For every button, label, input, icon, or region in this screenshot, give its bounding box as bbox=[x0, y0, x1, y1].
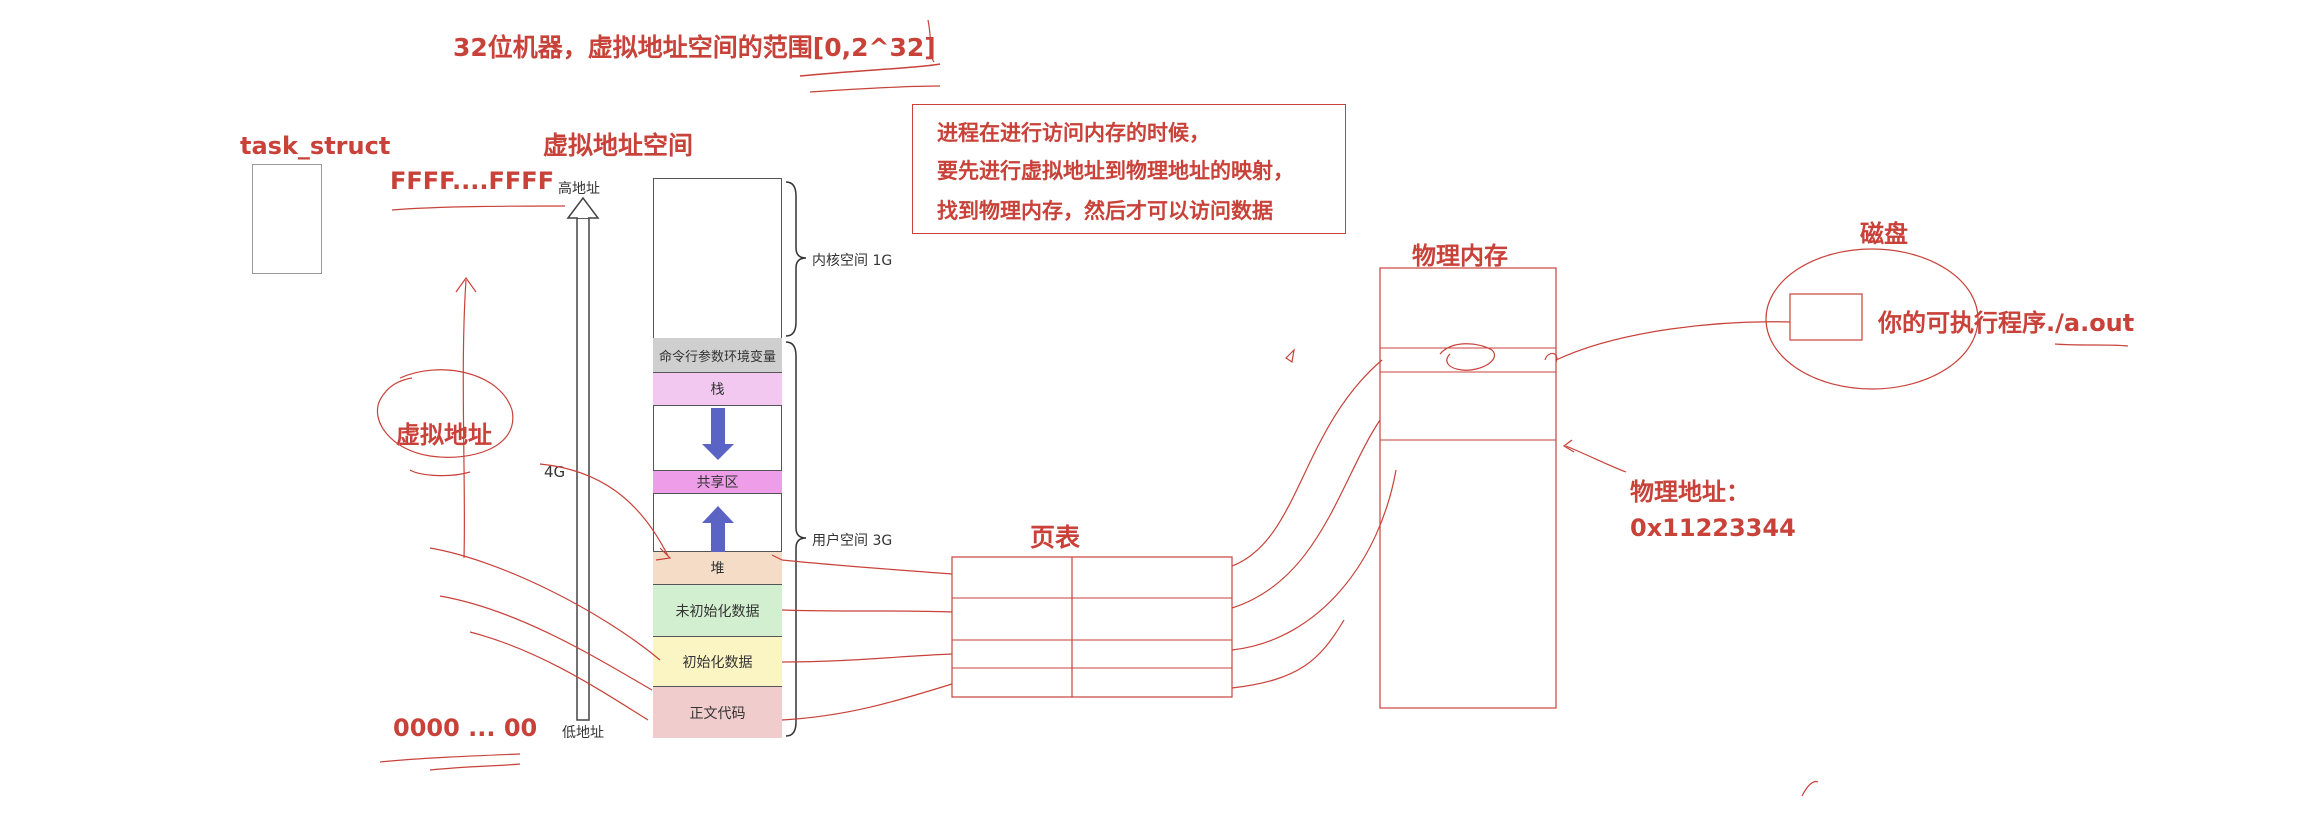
virtual-address-label: 虚拟地址 bbox=[396, 421, 492, 449]
note-line-1: 进程在进行访问内存的时候， bbox=[937, 121, 1210, 145]
physical-memory-label: 物理内存 bbox=[1412, 242, 1508, 270]
stack-grow-down-arrow bbox=[702, 408, 734, 460]
segment-text: 正文代码 bbox=[653, 687, 782, 738]
segment-stack: 栈 bbox=[653, 373, 782, 406]
low-address-label: 低地址 bbox=[562, 725, 604, 741]
note-line-2: 要先进行虚拟地址到物理地址的映射， bbox=[937, 159, 1294, 183]
segment-bss: 未初始化数据 bbox=[653, 585, 782, 637]
task-struct-box bbox=[252, 164, 322, 274]
segment-shared: 共享区 bbox=[653, 470, 782, 494]
bottom-address-label: 0000 ... 00 bbox=[393, 714, 538, 742]
segment-data: 初始化数据 bbox=[653, 637, 782, 687]
heap-grow-up-arrow bbox=[702, 506, 734, 552]
high-address-label: 高地址 bbox=[558, 181, 600, 197]
page-table-label: 页表 bbox=[1030, 523, 1081, 552]
user-space-label: 用户空间 3G bbox=[812, 533, 893, 549]
note-line-3: 找到物理内存，然后才可以访问数据 bbox=[937, 199, 1273, 223]
segment-heap: 堆 bbox=[653, 551, 782, 585]
task-struct-label: task_struct bbox=[240, 132, 391, 160]
disk-label: 磁盘 bbox=[1860, 220, 1908, 248]
physical-address-value: 0x11223344 bbox=[1630, 514, 1796, 542]
segment-cmdline-env: 命令行参数环境变量 bbox=[653, 338, 782, 373]
range-title: 32位机器，虚拟地址空间的范围[0,2^32] bbox=[453, 33, 936, 62]
kernel-space-label: 内核空间 1G bbox=[812, 253, 893, 269]
virtual-space-title: 虚拟地址空间 bbox=[543, 131, 694, 160]
physical-address-label: 物理地址： bbox=[1630, 478, 1750, 506]
kernel-brace bbox=[785, 181, 807, 337]
disk-program-label: 你的可执行程序./a.out bbox=[1878, 309, 2135, 337]
user-brace bbox=[785, 341, 807, 737]
top-address-label: FFFF....FFFF bbox=[390, 167, 555, 195]
note-box: 进程在进行访问内存的时候， 要先进行虚拟地址到物理地址的映射， 找到物理内存，然… bbox=[912, 104, 1346, 234]
kernel-space-block bbox=[653, 178, 782, 338]
